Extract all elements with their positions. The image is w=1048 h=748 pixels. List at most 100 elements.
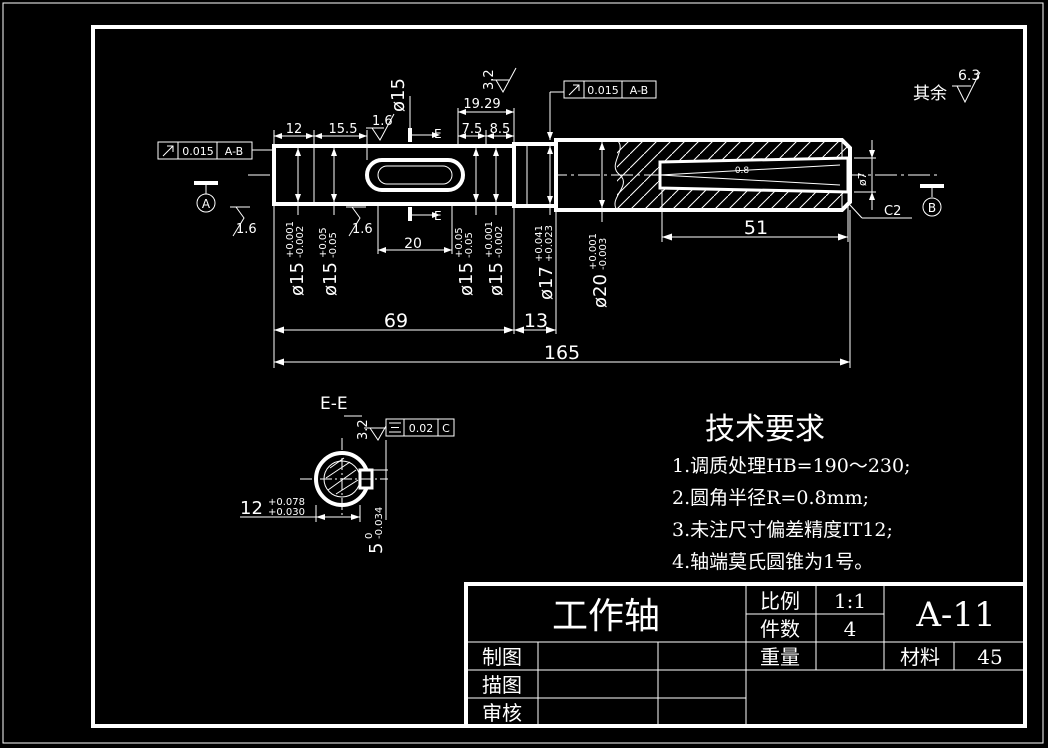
roughness-left-a-value: 1.6 xyxy=(236,222,257,237)
runout-icon xyxy=(568,84,580,96)
roughness-symbol-rest xyxy=(952,71,981,104)
roughness-symbol-mid xyxy=(366,113,395,141)
taper-hole xyxy=(658,156,850,194)
shaft-middle-segment xyxy=(512,142,558,208)
dim-69: 69 xyxy=(384,310,408,332)
qty-value: 4 xyxy=(844,617,857,641)
dim-phi7: ø7 xyxy=(856,172,869,186)
requirement-item: 4.轴端莫氏圆锥为1号。 xyxy=(672,551,873,573)
diameter-lower: -0.05 xyxy=(328,232,339,258)
tolerance-frame-right: 0.015 A-B xyxy=(563,80,657,99)
dim-8-5: 8.5 xyxy=(490,122,511,137)
runout-icon xyxy=(162,145,174,157)
diameter-upper: +0.041 xyxy=(534,225,545,262)
keyway-slot xyxy=(365,158,465,192)
dimensions xyxy=(252,91,912,368)
dim-165: 165 xyxy=(544,342,580,364)
diameter-lower: -0.003 xyxy=(598,238,609,270)
section-hatch xyxy=(325,457,359,495)
diameter-upper: +0.05 xyxy=(454,227,465,258)
dim-51: 51 xyxy=(744,217,768,239)
dim-7-5: 7.5 xyxy=(462,122,483,137)
section-depth-upper: 0 xyxy=(364,533,375,539)
section-roughness-symbol xyxy=(364,425,387,441)
diameter-base: ø17 xyxy=(536,266,557,300)
roughness-symbol-left-a xyxy=(230,206,250,237)
qty-label: 件数 xyxy=(760,617,800,641)
taper-roughness-value: 0.8 xyxy=(735,166,750,176)
roughness-symbol-top xyxy=(491,67,517,94)
diameter-base: ø20 xyxy=(590,274,611,308)
tol-right-value: 0.015 xyxy=(587,84,619,97)
scale-value: 1:1 xyxy=(834,589,866,613)
weight-label: 重量 xyxy=(760,645,800,669)
dim-13: 13 xyxy=(524,310,548,332)
datum-a: A xyxy=(194,181,218,213)
scale-label: 比例 xyxy=(760,589,800,613)
symmetry-icon xyxy=(389,422,401,433)
roughness-left-b-value: 1.6 xyxy=(352,222,373,237)
dim-15-5: 15.5 xyxy=(329,122,358,137)
diameter-lower: -0.002 xyxy=(295,226,306,258)
dimension-arrows xyxy=(274,109,875,366)
diameter-lower: -0.05 xyxy=(464,232,475,258)
drawing-number: A-11 xyxy=(915,595,995,635)
section-depth-base: 5 xyxy=(366,543,387,554)
diameter-lower: +0.023 xyxy=(544,225,555,262)
diameter-base: ø15 xyxy=(320,262,341,296)
dim-c2: C2 xyxy=(884,204,901,219)
sym-tol-ref: C xyxy=(442,422,450,435)
tolerance-frame-left: 0.015 A-B xyxy=(157,141,253,160)
rest-roughness-label: 其余 xyxy=(913,84,947,104)
material-value: 45 xyxy=(977,645,1002,669)
tol-right-ref: A-B xyxy=(630,84,648,97)
section-width-upper: +0.078 xyxy=(268,497,305,508)
break-line xyxy=(614,139,624,211)
diameter-base: ø15 xyxy=(486,262,507,296)
part-name: 工作轴 xyxy=(552,596,660,637)
section-roughness-value: 3.2 xyxy=(356,419,371,440)
tol-left-value: 0.015 xyxy=(182,145,214,158)
section-depth-lower: -0.034 xyxy=(374,507,385,539)
tol-left-ref: A-B xyxy=(225,145,243,158)
diameter-base: ø15 xyxy=(287,262,308,296)
taper-inner-line xyxy=(659,164,841,176)
diameter-upper: +0.05 xyxy=(318,227,329,258)
checked-by-label: 审核 xyxy=(482,701,522,725)
section-width-lower: +0.030 xyxy=(268,507,305,518)
diameter-upper: +0.001 xyxy=(588,233,599,270)
datum-b: B xyxy=(920,184,944,217)
datum-a-label: A xyxy=(202,197,211,211)
shaft-right-segment xyxy=(554,138,852,212)
roughness-mid-value: 1.6 xyxy=(372,114,393,129)
dim-19-29: 19.29 xyxy=(463,97,500,112)
title-block xyxy=(464,582,1027,728)
roughness-symbol-left-b xyxy=(346,206,366,237)
rest-roughness-value: 6.3 xyxy=(958,68,980,84)
shaft-view: 0.8 E E xyxy=(248,127,940,223)
section-view: E-E 3.2 0.02 C 12 +0.078 +0.030 5 xyxy=(240,394,455,554)
section-title: E-E xyxy=(320,394,348,414)
requirement-item: 2.圆角半径R=0.8mm; xyxy=(672,487,869,509)
section-mark-e-top: E xyxy=(434,127,442,141)
arrowhead xyxy=(432,132,440,138)
diameter-base: ø15 xyxy=(456,262,477,296)
section-width-base: 12 xyxy=(240,498,263,519)
section-mark-e-bottom: E xyxy=(434,209,442,223)
diameter-upper: +0.001 xyxy=(484,221,495,258)
sym-tol-value: 0.02 xyxy=(409,422,434,435)
material-label: 材料 xyxy=(900,645,940,669)
requirements-title: 技术要求 xyxy=(705,412,825,447)
technical-requirements: 技术要求 1.调质处理HB=190～230; 2.圆角半径R=0.8mm; 3.… xyxy=(672,412,911,573)
dim-phi15-top: ø15 xyxy=(388,78,409,112)
requirement-item: 3.未注尺寸偏差精度IT12; xyxy=(672,519,893,541)
taper-inner-line xyxy=(659,174,841,186)
diameter-tolerance-labels: ø15 +0.001 -0.002 ø15 +0.05 -0.05 ø15 +0… xyxy=(285,221,611,308)
diameter-lower: -0.002 xyxy=(494,226,505,258)
diameter-upper: +0.001 xyxy=(285,221,296,258)
drawn-by-label: 制图 xyxy=(482,645,522,669)
dim-12: 12 xyxy=(286,122,303,137)
traced-by-label: 描图 xyxy=(482,673,522,697)
